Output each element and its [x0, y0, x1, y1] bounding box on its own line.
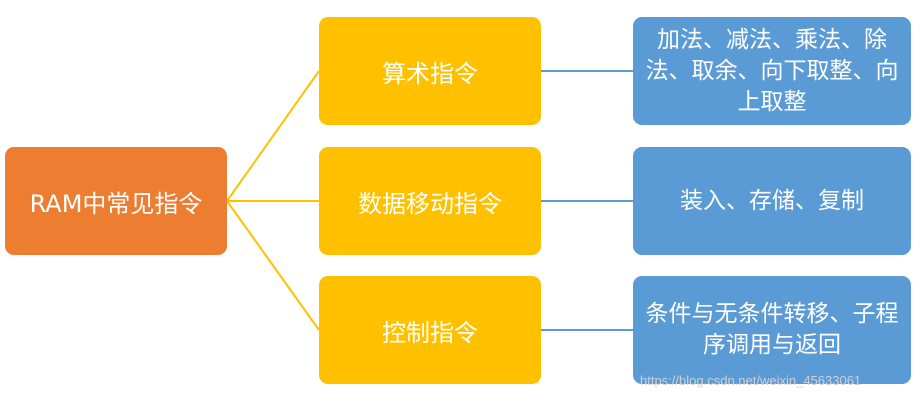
detail-node-data-move: 装入、存储、复制 — [633, 147, 911, 255]
connector-root-to-control — [226, 200, 320, 331]
root-node-label: RAM中常见指令 — [29, 189, 203, 218]
category-label-arithmetic: 算术指令 — [382, 59, 478, 88]
category-node-arithmetic: 算术指令 — [319, 17, 541, 125]
root-node: RAM中常见指令 — [5, 147, 227, 255]
detail-node-control: 条件与无条件转移、子程序调用与返回 — [633, 276, 911, 384]
category-label-data-move: 数据移动指令 — [358, 189, 502, 218]
watermark-url: https://blog.csdn.net/weixin_45633061 — [640, 373, 862, 388]
detail-text-control: 条件与无条件转移、子程序调用与返回 — [645, 301, 899, 358]
category-label-control: 控制指令 — [382, 318, 478, 347]
category-node-data-move: 数据移动指令 — [319, 147, 541, 255]
detail-node-arithmetic: 加法、减法、乘法、除法、取余、向下取整、向上取整 — [633, 17, 911, 125]
detail-text-data-move: 装入、存储、复制 — [680, 187, 864, 214]
connector-root-to-arithmetic — [226, 70, 320, 202]
detail-text-arithmetic: 加法、减法、乘法、除法、取余、向下取整、向上取整 — [645, 26, 899, 115]
category-node-control: 控制指令 — [319, 276, 541, 384]
